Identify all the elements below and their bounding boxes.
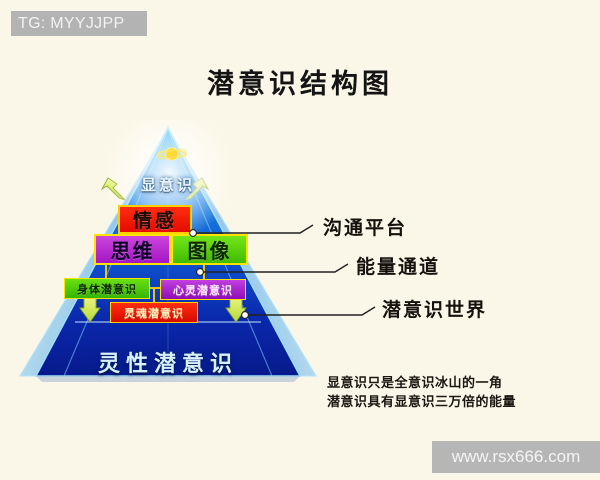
pyramid-diagram: 显意识 情感 思维 图像 身体潜意识 心灵潜意识 灵魂潜意识 灵性潜意识 <box>8 120 328 384</box>
box-image[interactable]: 图像 <box>171 234 248 265</box>
callout-communication-platform: 沟通平台 <box>323 217 408 239</box>
box-soul-subconscious[interactable]: 灵魂潜意识 <box>110 302 198 323</box>
callout-subconscious-world: 潜意识世界 <box>382 299 488 321</box>
conscious-label: 显意识 <box>140 176 195 194</box>
box-thinking[interactable]: 思维 <box>94 234 171 265</box>
caption-block: 显意识只是全意识冰山的一角 潜意识具有显意识三万倍的能量 <box>327 374 589 412</box>
caption-line-2: 潜意识具有显意识三万倍的能量 <box>327 395 517 410</box>
box-emotion[interactable]: 情感 <box>118 205 192 234</box>
callout-energy-channel: 能量通道 <box>356 256 441 278</box>
site-watermark-badge: www.rsx666.com <box>432 441 600 473</box>
saturn-planet-icon <box>157 147 187 161</box>
box-body-subconscious[interactable]: 身体潜意识 <box>64 278 150 299</box>
tg-watermark-badge: TG: MYYJJPP <box>11 11 147 36</box>
box-mind-subconscious[interactable]: 心灵潜意识 <box>160 279 246 300</box>
base-label: 灵性潜意识 <box>97 351 238 377</box>
page-title: 潜意识结构图 <box>207 69 393 100</box>
caption-line-1: 显意识只是全意识冰山的一角 <box>327 376 503 391</box>
